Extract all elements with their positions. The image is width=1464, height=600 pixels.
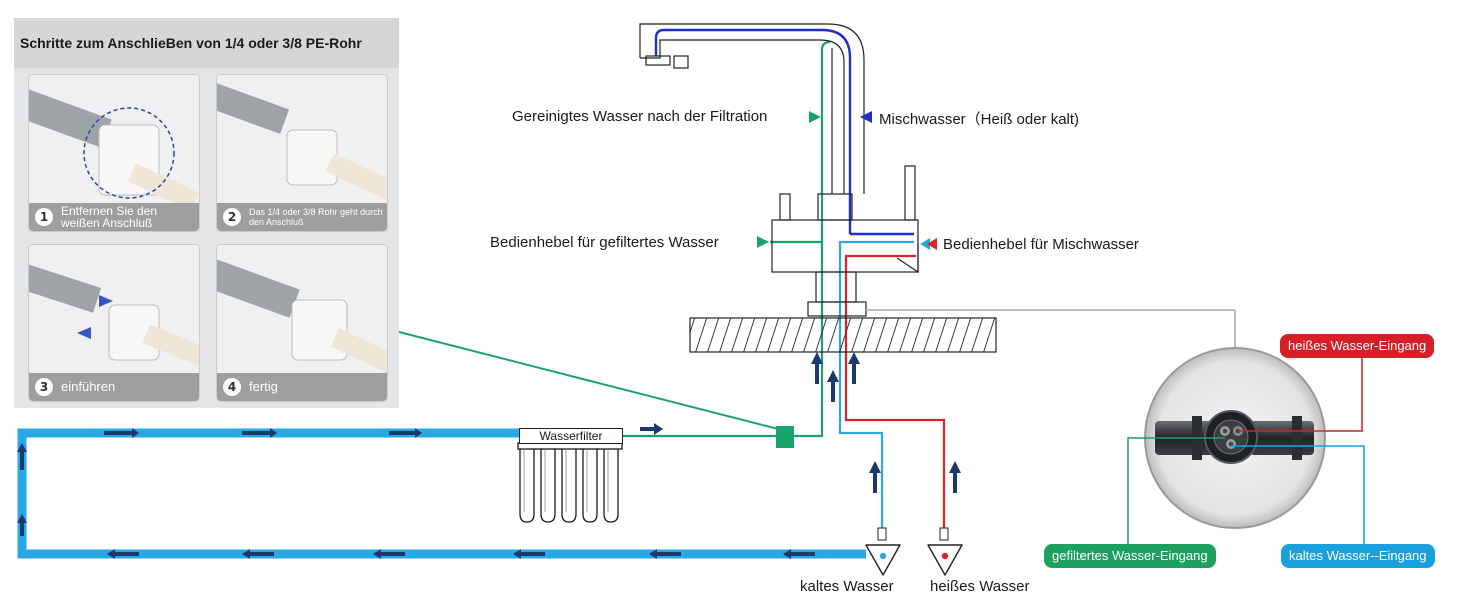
mixed-lever-label: Bedienhebel für Mischwasser [943,236,1139,253]
loop-flow-arrows [17,423,815,559]
up-flow-arrows [811,352,961,493]
steps-panel: Schritte zum AnschlieBen von 1/4 oder 3/… [14,18,399,408]
step-number: 3 [35,378,53,396]
flow-arrow-icon [389,428,422,438]
cold-leader-line [1231,445,1365,544]
circulation-loop [17,428,866,559]
flow-arrow-icon [640,423,663,435]
filtered-lever-label: Bedienhebel für gefiltertes Wasser [490,234,719,251]
step-number: 2 [223,208,241,226]
flow-arrow-icon [17,514,27,536]
hot-water-label: heißes Wasser [930,578,1030,595]
flow-arrow-icon [848,352,860,384]
step-text: Entfernen Sie den weißen Anschluß [61,204,158,230]
flow-arrow-icon [869,461,881,493]
blue-marker-icon [860,111,872,123]
step-caption: 3 einführen [29,373,199,401]
flow-arrow-icon [107,549,139,559]
hot-leader-line [1238,358,1363,432]
mixed-water-label: Mischwasser（Heiß oder kalt) [879,111,1080,128]
cold-water-line [838,240,914,530]
step-text: Das 1/4 oder 3/8 Rohr geht durch den Ans… [249,207,383,227]
filtered-inlet-badge: gefiltertes Wasser-Eingang [1044,544,1216,568]
valve-icon [927,527,963,576]
step-card-4: 4 fertig [216,244,388,402]
green-marker-icon [757,236,769,248]
connector-block [776,426,794,448]
filtered-leader-line [1127,437,1225,544]
flow-arrow-icon [17,443,27,470]
flow-arrow-icon [373,549,405,559]
flow-arrow-icon [513,549,545,559]
water-filter-label: Wasserfilter [519,428,623,444]
green-marker-icon [809,111,821,123]
filter-icon [517,442,623,523]
step-card-1: 1 Entfernen Sie den weißen Anschluß [28,74,200,232]
step-caption: 2 Das 1/4 oder 3/8 Rohr geht durch den A… [217,203,387,231]
step-number: 4 [223,378,241,396]
steps-title: Schritte zum AnschlieBen von 1/4 oder 3/… [14,18,399,68]
cold-water-label: kaltes Wasser [800,578,894,595]
flow-arrow-icon [242,549,274,559]
flow-arrow-icon [827,370,839,402]
step-card-3: 3 einführen [28,244,200,402]
hot-marker-icon [927,238,937,250]
mixed-water-line [654,28,914,236]
purified-water-label: Gereinigtes Wasser nach der Filtration [512,108,768,125]
step-text: einführen [61,379,116,394]
flow-arrow-icon [949,461,961,493]
step-number: 1 [35,208,53,226]
faucet-body [639,23,919,317]
flow-arrow-icon [649,549,681,559]
valve-icon [865,527,901,576]
cold-marker-icon [920,238,930,250]
step-card-2: 2 Das 1/4 oder 3/8 Rohr geht durch den A… [216,74,388,232]
hot-water-line [844,254,946,530]
flow-arrow-icon [783,549,815,559]
flow-arrow-icon [104,428,139,438]
step-text: fertig [249,379,278,394]
cold-inlet-badge: kaltes Wasser--Eingang [1281,544,1435,568]
hot-inlet-badge: heißes Wasser-Eingang [1280,334,1435,358]
flow-arrow-icon [811,352,823,384]
step-caption: 1 Entfernen Sie den weißen Anschluß [29,203,199,231]
flow-arrow-icon [242,428,277,438]
step-caption: 4 fertig [217,373,387,401]
countertop [689,317,997,353]
